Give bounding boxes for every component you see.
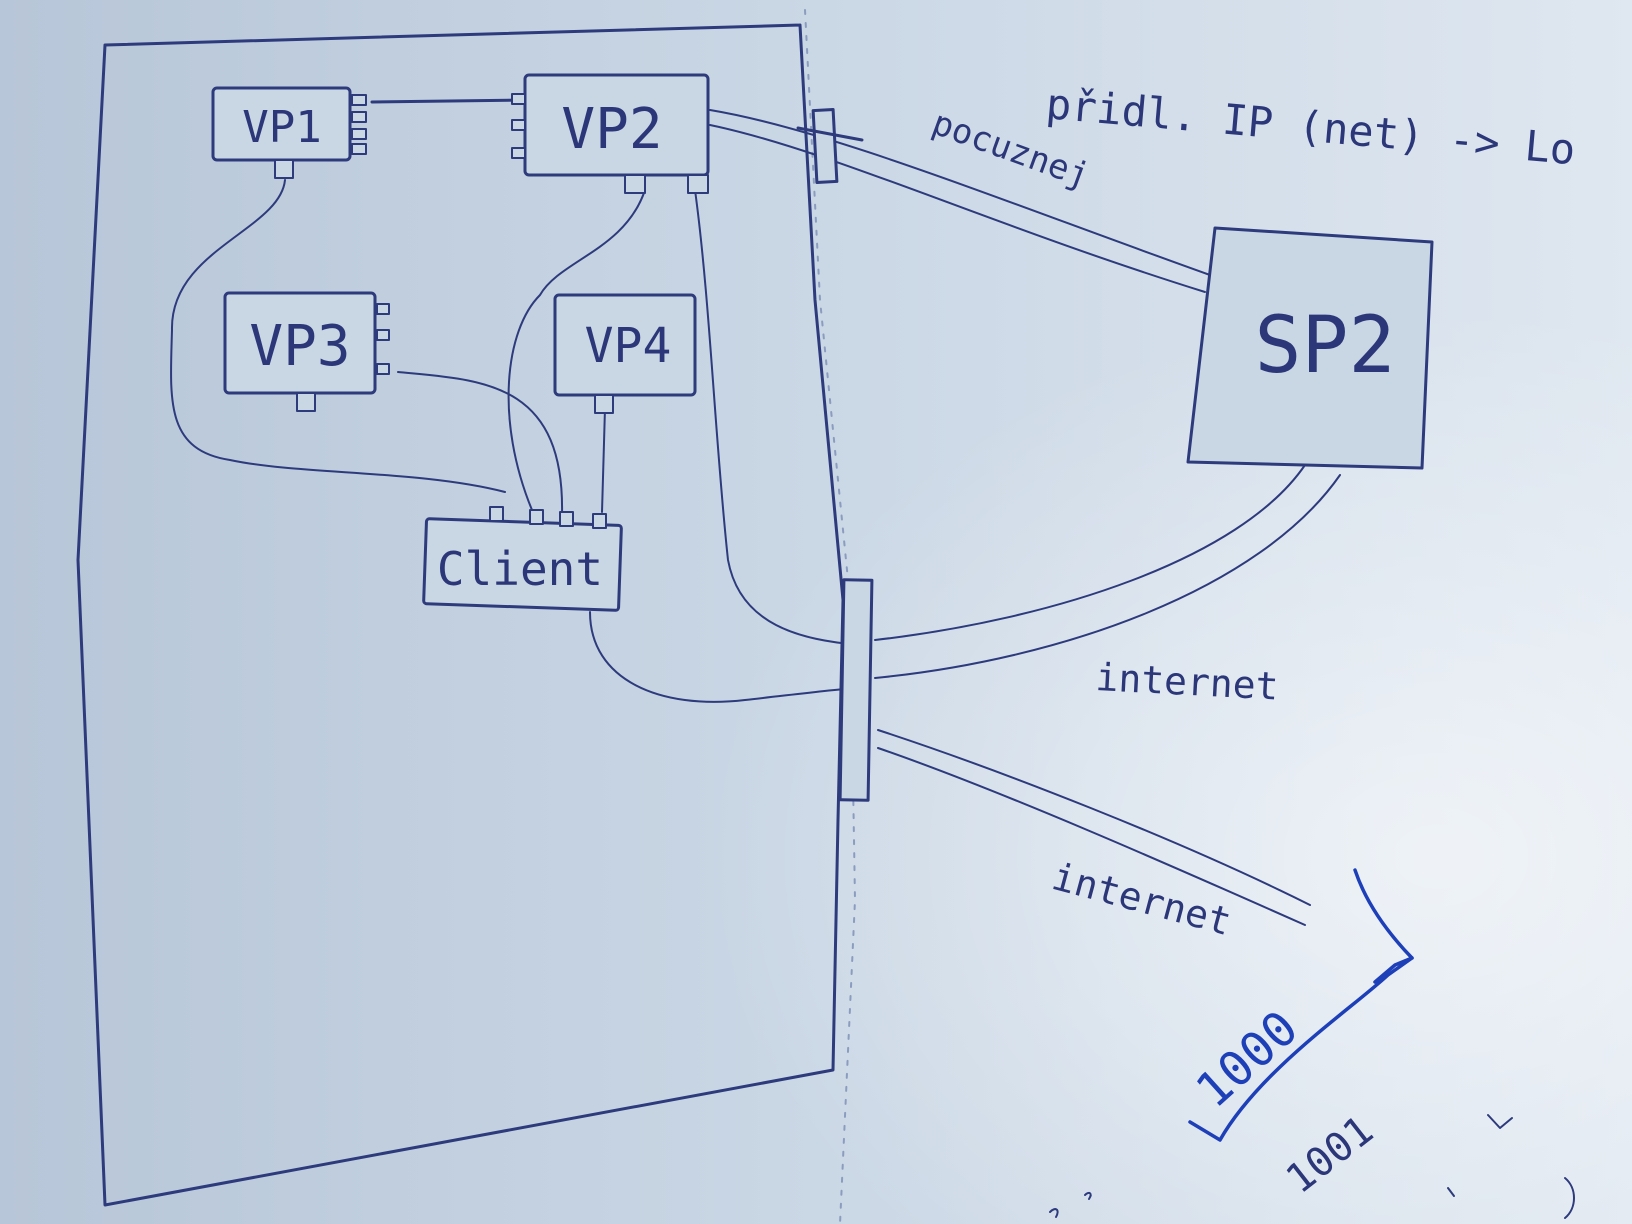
node-sp2: SP2 xyxy=(1186,226,1434,470)
link-vp2-sp2-a xyxy=(709,109,1211,276)
link-vp1-vp2 xyxy=(370,98,527,104)
node-client-label: Client xyxy=(437,542,603,596)
wall-connector-top xyxy=(811,108,839,184)
node-vp1-port-right-1 xyxy=(351,94,367,106)
blue-arrow xyxy=(1188,868,1414,1142)
node-vp2-port-left-2 xyxy=(511,119,526,131)
node-vp3-port-bottom xyxy=(296,392,316,412)
link-vp1-client xyxy=(170,179,506,493)
node-vp2-port-left-1 xyxy=(511,93,526,105)
node-vp4: VP4 xyxy=(553,293,697,414)
link-sp2-connector-b xyxy=(874,474,1341,679)
node-client: Client xyxy=(422,506,623,612)
node-vp4-box xyxy=(553,293,697,397)
blue-arrow-tip xyxy=(1373,956,1414,984)
wall-connector-top-crossbar xyxy=(796,126,864,142)
link-internet-a xyxy=(877,729,1311,906)
node-sp2-label: SP2 xyxy=(1255,301,1396,391)
node-vp2-port-left-3 xyxy=(511,147,526,159)
node-vp4-port-bottom xyxy=(594,394,614,414)
node-vp1-port-right-2 xyxy=(351,111,367,123)
building-boundary xyxy=(76,23,845,1207)
node-vp2-port-bottom-1 xyxy=(624,174,646,194)
node-vp1-port-bottom xyxy=(274,159,294,179)
link-vp3-client xyxy=(397,371,564,516)
node-vp3-port-right-1 xyxy=(376,303,390,315)
link-vp2-connector xyxy=(694,189,861,646)
node-vp3: VP3 xyxy=(223,291,390,412)
node-vp2-port-bottom-2 xyxy=(687,174,709,194)
link-vp2-sp2-b xyxy=(709,124,1206,293)
node-sp2-box xyxy=(1186,226,1434,470)
link-vp4-client xyxy=(601,407,606,513)
node-vp2-label: VP2 xyxy=(561,97,662,162)
link-vp2-client xyxy=(507,189,646,511)
node-vp4-label: VP4 xyxy=(585,318,672,374)
link-sp2-connector-a xyxy=(874,464,1306,641)
pencil-scribble-bottom-right xyxy=(1447,1114,1575,1219)
node-client-box xyxy=(422,517,623,612)
node-vp3-port-right-2 xyxy=(376,329,390,341)
annotation-internet-1: internet xyxy=(1095,655,1280,709)
connections xyxy=(170,98,1341,926)
node-vp1: VP1 xyxy=(211,86,367,179)
pencil-scribble-bottom xyxy=(1049,1191,1092,1218)
node-vp3-label: VP3 xyxy=(249,314,350,379)
wall-connector-bottom xyxy=(838,578,874,802)
node-client-port-1 xyxy=(489,506,504,522)
node-vp1-port-right-4 xyxy=(351,143,367,155)
node-client-port-3 xyxy=(559,511,574,527)
node-client-port-2 xyxy=(529,509,544,525)
paper-fold-line xyxy=(804,9,856,1224)
link-internet-b xyxy=(877,747,1306,926)
node-vp2: VP2 xyxy=(511,73,710,194)
link-client-connector xyxy=(589,611,856,703)
node-vp1-port-right-3 xyxy=(351,128,367,140)
node-vp1-label: VP1 xyxy=(242,102,321,153)
node-vp3-port-right-3 xyxy=(376,363,390,375)
node-client-port-4 xyxy=(592,513,607,529)
